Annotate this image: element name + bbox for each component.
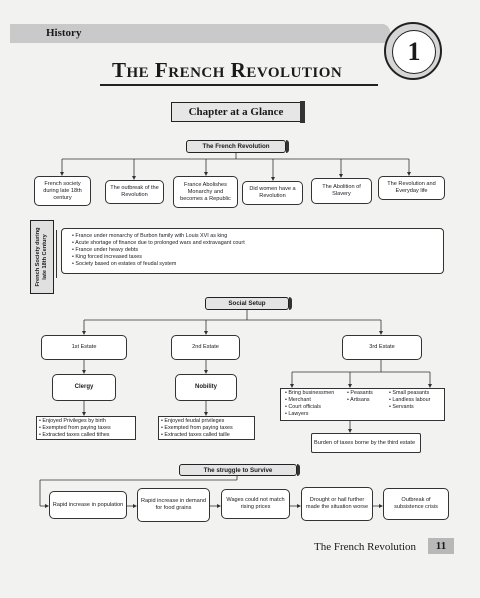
topic-monarchy-abolished: France Abolishes Monarchy and becomes a … xyxy=(173,176,238,208)
third-estate-member: Peasants xyxy=(347,390,372,397)
burden-box: Burden of taxes borne by the third estat… xyxy=(311,433,421,453)
third-estate-member: Bring businessmen xyxy=(285,390,334,397)
second-estate: 2nd Estate xyxy=(171,335,240,360)
nobility-node: Nobility xyxy=(175,374,237,401)
third-estate-member: Landless labour xyxy=(389,397,430,404)
topic-outbreak: The outbreak of the Revolution xyxy=(105,180,164,204)
third-estate-member: Artisans xyxy=(347,397,373,404)
chapter-glance-label: Chapter at a Glance xyxy=(188,106,284,118)
nobility-points-box: Enjoyed feudal privileges Exempted from … xyxy=(158,416,255,440)
struggle-node: The struggle to Survive xyxy=(179,464,300,476)
society-point: Society based on estates of feudal syste… xyxy=(72,261,433,268)
society-point: France under heavy debts xyxy=(72,247,433,254)
topic-everyday-life: The Revolution and Everyday life xyxy=(378,176,445,200)
third-estate-member: Merchant xyxy=(285,397,334,404)
page-number: 11 xyxy=(435,540,447,552)
nobility-point: Exempted from paying taxes xyxy=(161,425,252,432)
clergy-point: Enjoyed Privileges by birth xyxy=(39,418,133,425)
nobility-point: Enjoyed feudal privileges xyxy=(161,418,252,425)
subject-tab: History xyxy=(10,24,390,43)
struggle-step: Rapid increase in population xyxy=(49,491,127,519)
third-estate-member: Court officials xyxy=(285,404,334,411)
society-side-label-box: French Society during late 18th Century xyxy=(30,220,54,294)
third-estate-member: Servants xyxy=(389,404,430,411)
nobility-point: Extracted taxes called taille xyxy=(161,432,252,439)
title-underline xyxy=(100,84,378,86)
first-estate: 1st Estate xyxy=(41,335,127,360)
society-point: France under monarchy of Burbon family w… xyxy=(72,233,433,240)
chapter-glance-banner: Chapter at a Glance xyxy=(171,102,301,122)
society-point: King forced increased taxes xyxy=(72,254,433,261)
clergy-point: Exempted from paying taxes xyxy=(39,425,133,432)
society-points-box: France under monarchy of Burbon family w… xyxy=(61,228,444,274)
struggle-step: Outbreak of subsistence crisis xyxy=(383,488,449,520)
chapter-number: 1 xyxy=(407,37,421,66)
chapter-number-badge: 1 xyxy=(384,22,442,80)
page-number-badge: 11 xyxy=(428,538,454,554)
third-estate: 3rd Estate xyxy=(342,335,422,360)
struggle-step: Drought or hail further made the situati… xyxy=(301,487,373,521)
third-estate-member: Lawyers xyxy=(285,411,334,418)
topic-women: Did women have a Revolution xyxy=(242,181,303,205)
struggle-step: Rapid increase in demand for food grains xyxy=(137,488,210,522)
third-estate-member: Small peasants xyxy=(389,390,430,397)
third-estate-groups-box: Bring businessmen Merchant Court officia… xyxy=(280,388,445,421)
banner-side-bar xyxy=(300,101,305,123)
root-node: The French Revolution xyxy=(186,140,289,153)
society-bracket xyxy=(56,230,62,278)
subject-label: History xyxy=(46,27,82,39)
clergy-point: Extracted taxes called tithes xyxy=(39,432,133,439)
struggle-step: Wages could not match rising prices xyxy=(221,489,290,519)
topic-french-society: French society during late 18th century xyxy=(34,176,91,206)
society-side-label: French Society during late 18th Century xyxy=(35,227,48,287)
topic-slavery: The Abolition of Slavery xyxy=(311,178,372,204)
footer-title: The French Revolution xyxy=(314,541,417,553)
page-title: The French Revolution xyxy=(112,58,343,82)
society-point: Acute shortage of finance due to prolong… xyxy=(72,240,433,247)
clergy-points-box: Enjoyed Privileges by birth Exempted fro… xyxy=(36,416,136,440)
clergy-node: Clergy xyxy=(52,374,116,401)
social-setup-node: Social Setup xyxy=(205,297,292,310)
